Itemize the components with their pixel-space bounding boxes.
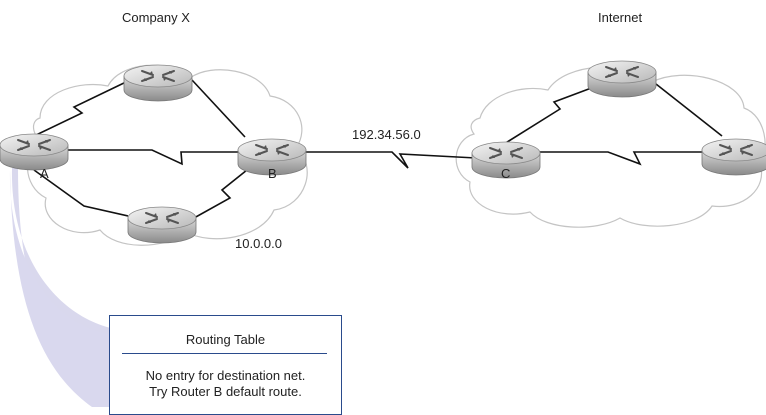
router-a [0, 133, 69, 171]
link-bc-label: 192.34.56.0 [352, 127, 421, 142]
link-c-right [536, 151, 706, 166]
link-a-bottom [33, 169, 129, 217]
company-label: Company X [122, 10, 190, 25]
internet-label: Internet [598, 10, 643, 25]
router-top-left [123, 64, 193, 102]
link-c-top [503, 83, 603, 145]
router-a-label: A [40, 166, 49, 181]
router-bottom-left [127, 206, 197, 244]
routing-table-line-2: Try Router B default route. [149, 384, 302, 399]
link-a-top [33, 81, 127, 137]
routing-table-box: Routing Table No entry for destination n… [109, 315, 342, 415]
router-right [701, 138, 766, 176]
internal-network-label: 10.0.0.0 [235, 236, 282, 251]
link-bottom-b [193, 165, 253, 219]
link-top-right [655, 83, 723, 137]
link-top-b [191, 79, 246, 138]
routing-table-line-1: No entry for destination net. [145, 368, 306, 383]
routing-table-divider [122, 353, 327, 354]
router-top-right [587, 60, 657, 98]
router-b-label: B [268, 166, 277, 181]
link-a-b [42, 149, 246, 166]
link-b-c [300, 151, 477, 169]
router-c-label: C [501, 166, 511, 181]
routing-table-title: Routing Table [185, 332, 266, 347]
